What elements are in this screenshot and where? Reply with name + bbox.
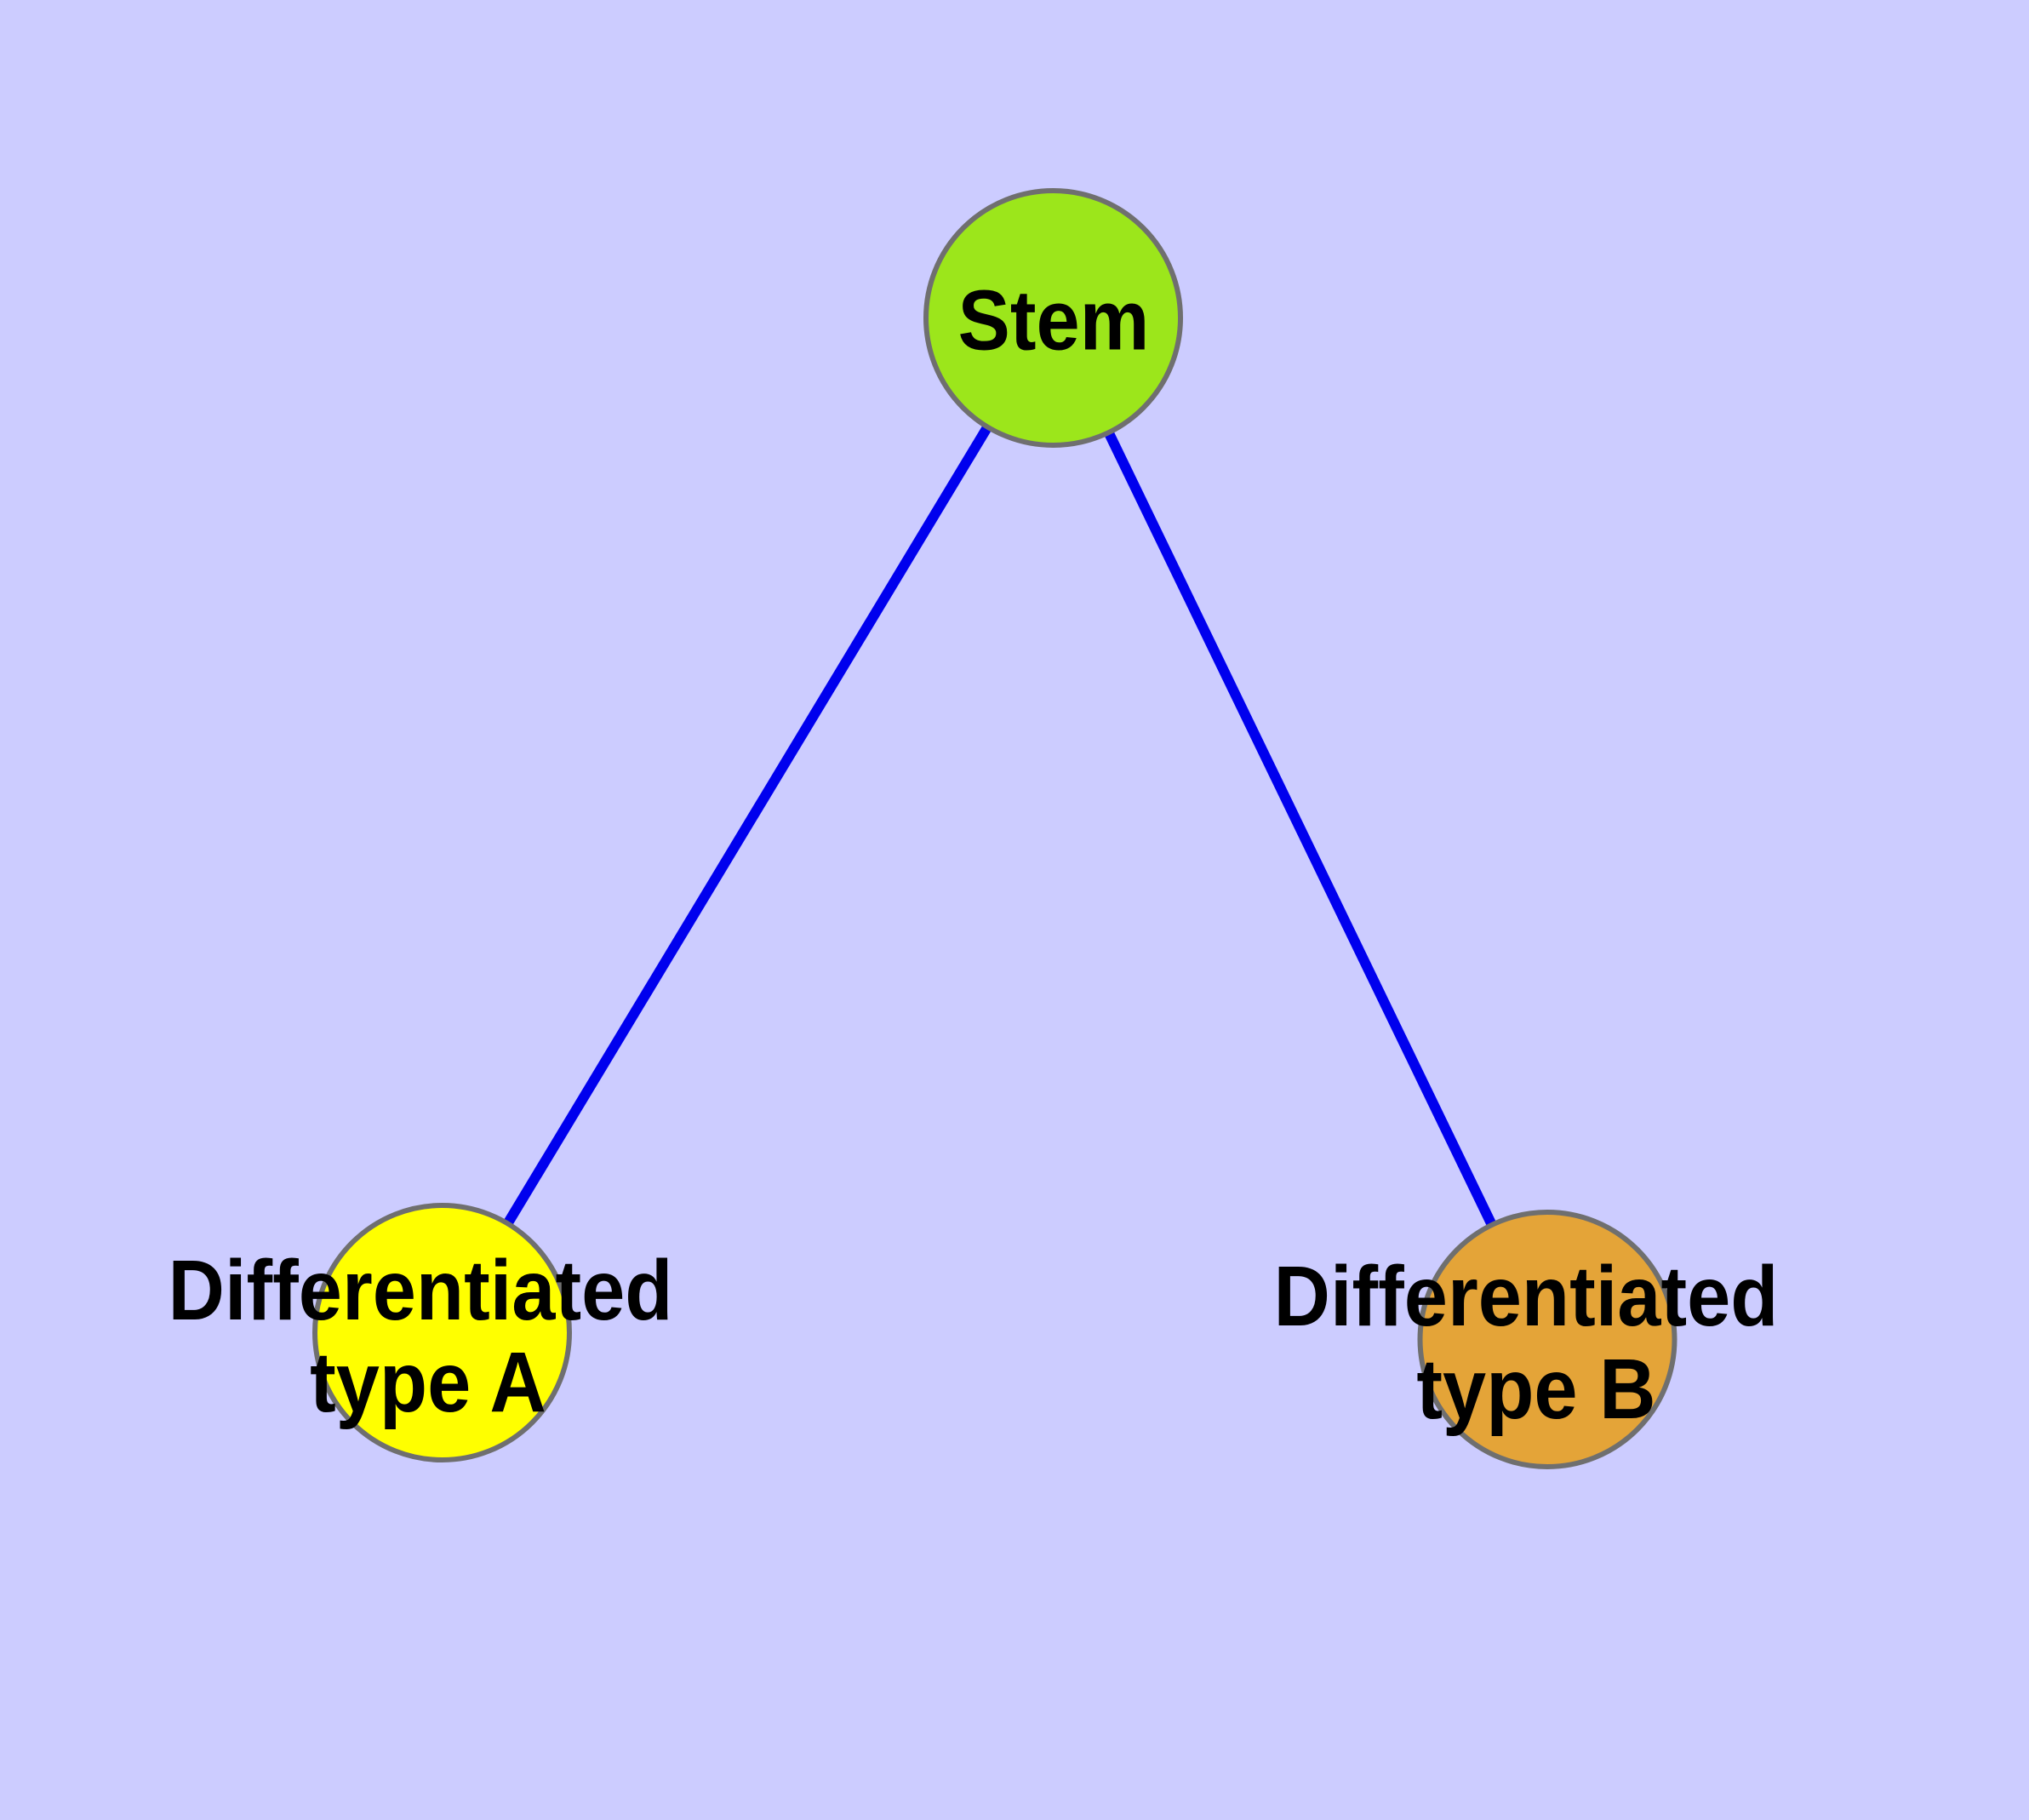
svg-text:type A: type A bbox=[310, 1335, 546, 1430]
svg-text:type B: type B bbox=[1416, 1342, 1655, 1437]
svg-text:Stem: Stem bbox=[958, 273, 1150, 369]
svg-text:Differentiated: Differentiated bbox=[169, 1243, 673, 1338]
svg-text:Differentiated: Differentiated bbox=[1274, 1249, 1779, 1344]
